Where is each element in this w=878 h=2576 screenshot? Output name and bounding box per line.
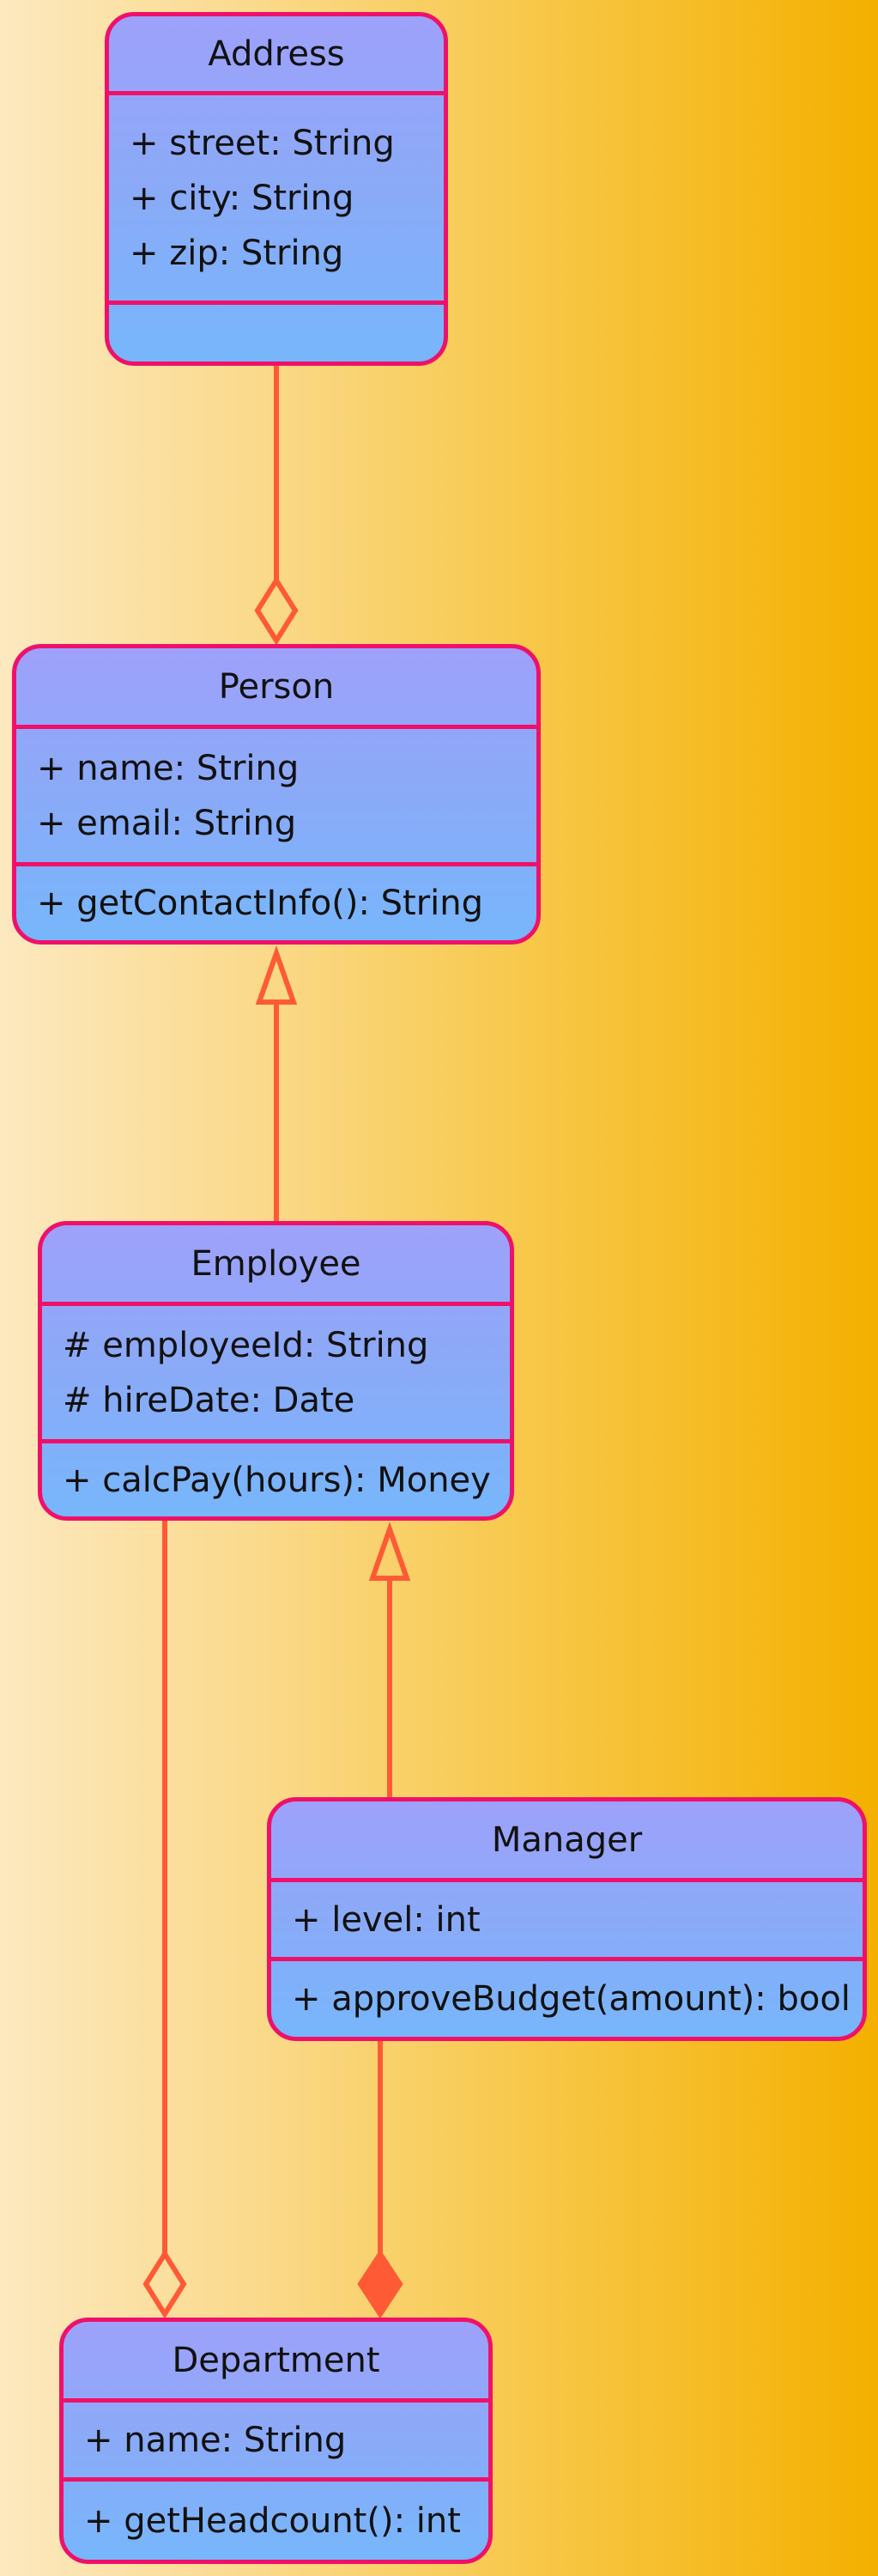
attributes-manager: + level: int: [271, 1882, 863, 1961]
attributes-employee: # employeeId: String # hireDate: Date: [42, 1306, 510, 1443]
operations-person: + getContactInfo(): String: [16, 866, 536, 940]
class-department[interactable]: Department + name: String + getHeadcount…: [59, 2318, 493, 2564]
class-name-manager: Manager: [271, 1801, 863, 1882]
class-name-employee: Employee: [42, 1225, 510, 1306]
generalization-arrow-person: [255, 945, 298, 1005]
attribute-employeeid: # employeeId: String: [63, 1325, 429, 1365]
attribute-level: + level: int: [292, 1899, 481, 1940]
composition-diamond-department: [357, 2249, 403, 2319]
attribute-hiredate: # hireDate: Date: [63, 1380, 355, 1420]
attributes-person: + name: String + email: String: [16, 729, 536, 866]
class-manager[interactable]: Manager + level: int + approveBudget(amo…: [267, 1797, 867, 2041]
operations-manager: + approveBudget(amount): bool: [271, 1961, 863, 2037]
operation-getheadcount: + getHeadcount(): int: [84, 2500, 461, 2541]
operations-department: + getHeadcount(): int: [64, 2482, 488, 2560]
generalization-arrow-employee: [368, 1521, 411, 1581]
attribute-name: + name: String: [37, 748, 300, 788]
class-person[interactable]: Person + name: String + email: String + …: [12, 644, 541, 945]
attributes-address: + street: String + city: String + zip: S…: [109, 95, 444, 305]
class-name-person: Person: [16, 648, 536, 729]
class-name-address: Address: [109, 16, 444, 95]
attribute-street: + street: String: [130, 123, 395, 163]
operation-getcontactinfo: + getContactInfo(): String: [37, 884, 484, 923]
operation-approvebudget: + approveBudget(amount): bool: [292, 1979, 851, 2019]
attribute-email: + email: String: [37, 803, 297, 843]
operations-employee: + calcPay(hours): Money: [42, 1443, 510, 1516]
attributes-department: + name: String: [64, 2403, 488, 2482]
attribute-dept-name: + name: String: [84, 2420, 347, 2460]
operations-address: [109, 305, 444, 361]
class-address[interactable]: Address + street: String + city: String …: [105, 12, 448, 366]
attribute-city: + city: String: [130, 178, 354, 218]
class-name-department: Department: [64, 2322, 488, 2403]
attribute-zip: + zip: String: [130, 233, 344, 273]
operation-calcpay: + calcPay(hours): Money: [63, 1460, 491, 1500]
class-employee[interactable]: Employee # employeeId: String # hireDate…: [38, 1221, 514, 1521]
aggregation-diamond-department: [142, 2249, 187, 2319]
aggregation-diamond-person: [254, 575, 299, 646]
